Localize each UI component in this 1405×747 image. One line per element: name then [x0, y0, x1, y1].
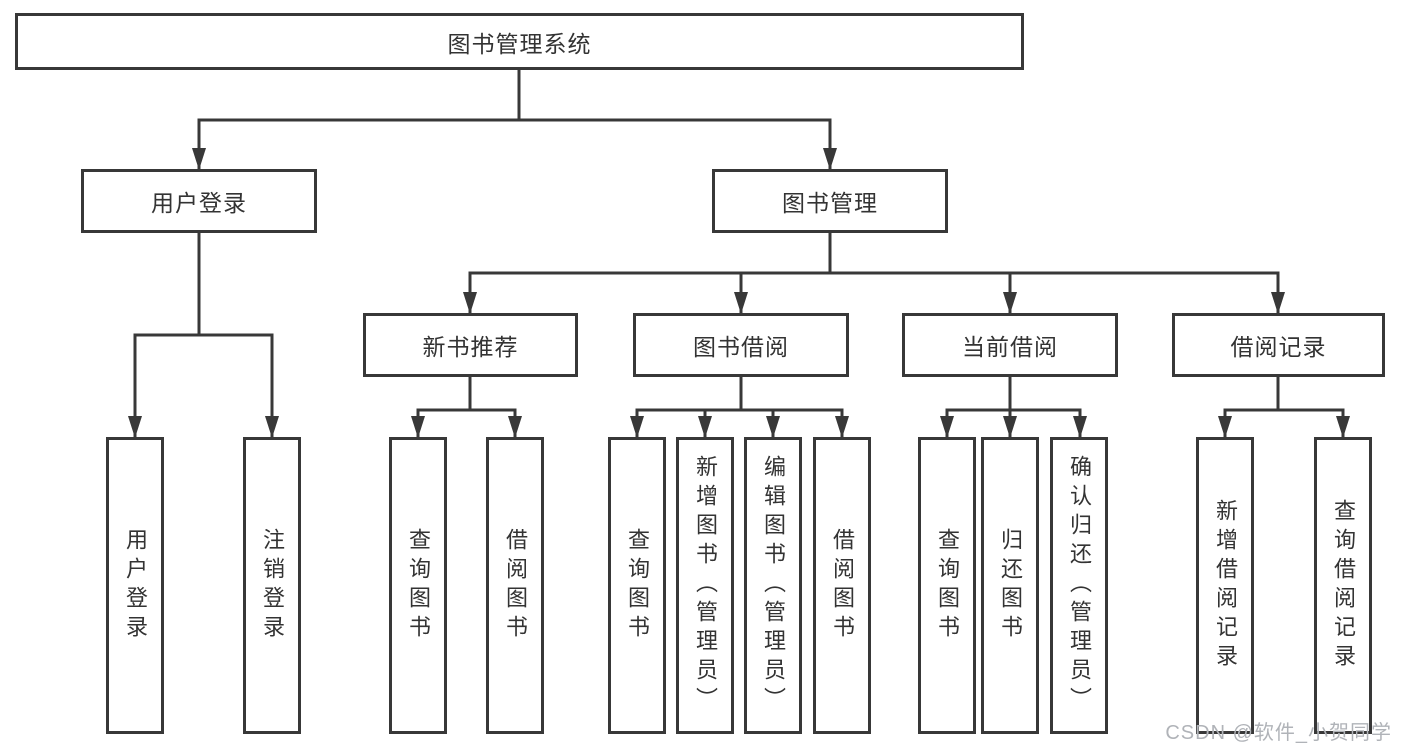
- node-label: 新增图书（管理员）: [693, 455, 718, 716]
- node-label: 借阅图书: [503, 527, 528, 644]
- leaf-query-borrow-record: 查询借阅记录: [1314, 437, 1372, 734]
- node-book-management-module: 图书管理: [712, 169, 948, 233]
- node-label: 注销登录: [260, 527, 285, 644]
- leaf-add-book-admin: 新增图书（管理员）: [676, 437, 734, 734]
- node-book-borrowing: 图书借阅: [633, 313, 849, 377]
- node-label: 查询图书: [625, 527, 650, 644]
- node-label: 新增借阅记录: [1213, 498, 1238, 673]
- node-label: 用户登录: [123, 527, 148, 644]
- leaf-edit-book-admin: 编辑图书（管理员）: [744, 437, 802, 734]
- csdn-watermark: CSDN @软件_小贺同学: [1165, 722, 1392, 744]
- node-current-borrowing: 当前借阅: [902, 313, 1118, 377]
- leaf-query-books-borrow: 查询图书: [608, 437, 666, 734]
- node-label: 查询借阅记录: [1331, 498, 1356, 673]
- node-label: 图书管理系统: [447, 30, 592, 57]
- node-label: 查询图书: [935, 527, 960, 644]
- node-label: 编辑图书（管理员）: [761, 455, 786, 716]
- leaf-query-books-current: 查询图书: [918, 437, 976, 734]
- node-new-book-recommendation: 新书推荐: [363, 313, 578, 377]
- node-label: 确认归还（管理员）: [1067, 455, 1092, 716]
- node-library-management-system: 图书管理系统: [15, 13, 1024, 70]
- node-label: 图书管理: [782, 190, 878, 216]
- leaf-add-borrow-record: 新增借阅记录: [1196, 437, 1254, 734]
- leaf-query-books-recommend: 查询图书: [389, 437, 447, 734]
- leaf-return-book: 归还图书: [981, 437, 1039, 734]
- leaf-user-login: 用户登录: [106, 437, 164, 734]
- node-label: 查询图书: [406, 527, 431, 644]
- node-label: 当前借阅: [962, 334, 1058, 360]
- node-label: 归还图书: [998, 527, 1023, 644]
- leaf-borrow-books-recommend: 借阅图书: [486, 437, 544, 734]
- node-label: 借阅记录: [1230, 334, 1327, 360]
- node-label: 借阅图书: [830, 527, 855, 644]
- node-label: 用户登录: [151, 190, 247, 216]
- node-label: 新书推荐: [422, 334, 519, 360]
- leaf-logout: 注销登录: [243, 437, 301, 734]
- node-user-login-module: 用户登录: [81, 169, 317, 233]
- leaf-confirm-return-admin: 确认归还（管理员）: [1050, 437, 1108, 734]
- node-borrowing-records: 借阅记录: [1172, 313, 1385, 377]
- node-label: 图书借阅: [693, 334, 789, 360]
- leaf-borrow-books: 借阅图书: [813, 437, 871, 734]
